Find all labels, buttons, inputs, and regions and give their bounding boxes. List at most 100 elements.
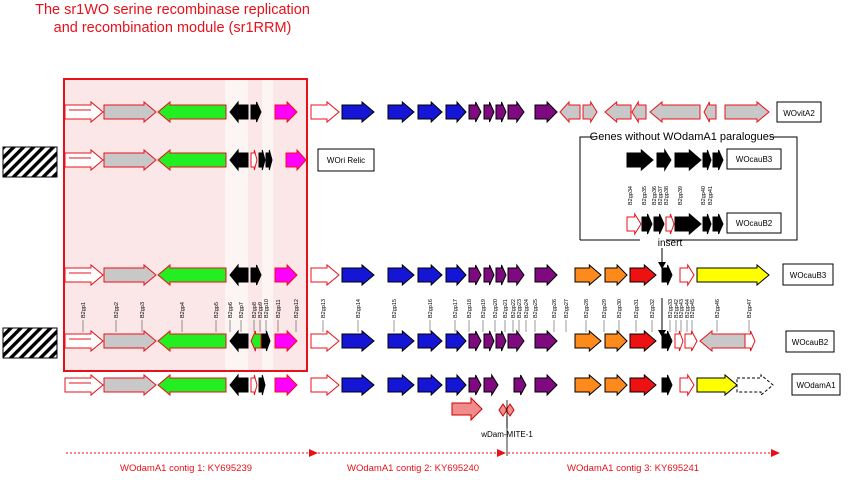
wocaub2-row-blue-gene-arrow bbox=[417, 329, 443, 353]
inset-title-mask bbox=[594, 129, 770, 143]
inset-wocaub2-white-gene-arrow bbox=[665, 213, 675, 235]
wocaub2-row-black-gene-arrow bbox=[261, 330, 271, 352]
label-box-wocaub3 bbox=[782, 263, 834, 286]
wocaub2-row-green-gene-arrow bbox=[157, 329, 227, 353]
gene-label: B2gp9 bbox=[258, 302, 264, 318]
label-wodama1: WOdamA1 bbox=[796, 381, 836, 390]
wori-relic-row-magenta-gene-arrow bbox=[285, 148, 307, 172]
wocaub2-row-blue-gene-arrow bbox=[387, 329, 415, 353]
mite-gene-arrow bbox=[451, 396, 483, 422]
wovita2-row-blue-gene-arrow bbox=[387, 100, 415, 124]
label-box-wodama1 bbox=[791, 373, 841, 396]
wodama1-row-purple-gene-arrow bbox=[468, 374, 482, 396]
wocaub2-row-blue-gene-arrow bbox=[341, 329, 375, 353]
gene-label: B2gp29 bbox=[602, 299, 608, 318]
wocaub3-row-purple-gene-arrow bbox=[534, 263, 558, 287]
wodama1-row-white-gene-arrow bbox=[679, 373, 695, 397]
gene-label: B2gp46 bbox=[715, 299, 721, 318]
inset-gene-label: B2gp37 bbox=[658, 186, 664, 205]
wocaub2-row-white-gene-arrow bbox=[744, 330, 756, 352]
module-title-line2: and recombination module (sr1RRM) bbox=[53, 20, 292, 36]
gene-label: B2gp25 bbox=[533, 299, 539, 318]
wocaub3-row-white-gene-arrow bbox=[310, 263, 340, 287]
wocaub3-row-orange-gene-arrow bbox=[604, 263, 628, 287]
module-background-band bbox=[225, 79, 248, 371]
wovita2-row-blue-gene-arrow bbox=[341, 100, 375, 124]
wovita2-row-gray-gene-arrow bbox=[649, 100, 701, 124]
inset-wocaub3-black-gene-arrow bbox=[702, 149, 712, 171]
label-box-wocaub2 bbox=[785, 330, 835, 353]
hatched-block-upper bbox=[2, 146, 58, 178]
insert-label: insert bbox=[658, 238, 683, 249]
wovita2-row-gray-gene-arrow bbox=[703, 101, 717, 123]
wovita2-row-gray-gene-arrow bbox=[559, 100, 581, 124]
inset-wocaub2-black-gene-arrow bbox=[653, 213, 665, 235]
wovita2-row-black-gene-arrow bbox=[250, 101, 262, 123]
wodama1-row-orange-gene-arrow bbox=[574, 373, 602, 397]
wocaub3-row-black-gene-arrow bbox=[229, 263, 249, 287]
wori-relic-row-white-gene-arrow bbox=[250, 149, 258, 171]
gene-label: B2gp16 bbox=[428, 299, 434, 318]
wocaub2-row-white-gene-arrow bbox=[310, 329, 340, 353]
wovita2-row-purple-gene-arrow bbox=[495, 101, 507, 123]
inset-wocaub2-black-gene-arrow bbox=[641, 213, 653, 235]
gene-label: B2gp32 bbox=[650, 299, 656, 318]
wocaub3-row-black-gene-arrow bbox=[250, 264, 262, 286]
gene-label: B2gp33 bbox=[668, 299, 674, 318]
wocaub2-row-purple-gene-arrow bbox=[483, 330, 495, 352]
wocaub3-row-green-gene-arrow bbox=[157, 263, 227, 287]
wodama1-row-yellow-gene-arrow bbox=[696, 373, 738, 397]
wovita2-row bbox=[64, 100, 770, 124]
gene-label: B2gp20 bbox=[493, 299, 499, 318]
inset-gene-label: B2gp34 bbox=[628, 186, 634, 205]
wocaub2-row bbox=[64, 329, 756, 353]
wocaub2-row-black-gene-arrow bbox=[661, 330, 673, 352]
wodama1-row-purple-gene-arrow bbox=[483, 373, 499, 397]
gene-label: B2gp47 bbox=[747, 299, 753, 318]
inset-title: Genes without WOdamA1 paralogues bbox=[590, 131, 775, 143]
wovita2-row-purple-gene-arrow bbox=[483, 101, 495, 123]
wocaub2-row-white-gene-arrow bbox=[684, 330, 698, 352]
wovita2-row-white-gene-arrow bbox=[64, 100, 104, 124]
gene-label: B2gp44 bbox=[685, 299, 691, 318]
wodama1-row-white-gene-arrow bbox=[64, 373, 104, 397]
wori-relic-row-black-gene-arrow bbox=[258, 149, 266, 171]
wocaub2-row-purple-gene-arrow bbox=[507, 329, 525, 353]
contig-3-label: WOdamA1 contig 3: KY695241 bbox=[567, 463, 699, 474]
label-wori-relic: WOri Relic bbox=[327, 156, 365, 165]
wovita2-row-purple-gene-arrow bbox=[507, 100, 525, 124]
gene-label: B2gp17 bbox=[453, 299, 459, 318]
gene-label: B2gp18 bbox=[467, 299, 473, 318]
wocaub3-row-blue-gene-arrow bbox=[341, 263, 375, 287]
wodama1-row-gray-gene-arrow bbox=[103, 373, 157, 397]
gene-label: B2gp27 bbox=[564, 299, 570, 318]
wori-relic-row-gray-gene-arrow bbox=[103, 148, 157, 172]
mite-element bbox=[498, 403, 508, 417]
wocaub3-row-purple-gene-arrow bbox=[483, 264, 495, 286]
wocaub2-row-gray-gene-arrow bbox=[699, 329, 749, 353]
gene-label: B2gp23 bbox=[517, 299, 523, 318]
wovita2-row-magenta-gene-arrow bbox=[274, 100, 298, 124]
gene-label: B2gp6 bbox=[228, 302, 234, 318]
inset-wocaub3-black-gene-arrow bbox=[674, 148, 702, 172]
gene-label: B2gp1 bbox=[81, 302, 87, 318]
contig-1-label: WOdamA1 contig 1: KY695239 bbox=[120, 463, 252, 474]
wocaub3-row-white-gene-arrow bbox=[679, 263, 695, 287]
wocaub2-row-orange-gene-arrow bbox=[604, 329, 628, 353]
gene-label: B2gp24 bbox=[524, 299, 530, 318]
gene-label: B2gp31 bbox=[634, 299, 640, 318]
gene-label: B2gp8 bbox=[252, 302, 258, 318]
wori-relic-row-black-gene-arrow bbox=[229, 148, 249, 172]
wocaub3-row-black-gene-arrow bbox=[661, 264, 673, 286]
inset-wocaub2-white-gene-arrow bbox=[626, 212, 642, 236]
module-background-band bbox=[262, 79, 273, 371]
wodama1-row-purple-gene-arrow bbox=[534, 373, 558, 397]
wocaub2-row-red-gene-arrow bbox=[629, 329, 657, 353]
wocaub2-row-purple-gene-arrow bbox=[495, 330, 507, 352]
gene-label: B2gp10 bbox=[264, 299, 270, 318]
gene-label: B2gp14 bbox=[356, 299, 362, 318]
wocaub3-row-purple-gene-arrow bbox=[495, 264, 507, 286]
wodama1-row-magenta-gene-arrow bbox=[274, 373, 298, 397]
wovita2-row-gray-gene-arrow bbox=[604, 100, 632, 124]
gene-label: B2gp26 bbox=[552, 299, 558, 318]
